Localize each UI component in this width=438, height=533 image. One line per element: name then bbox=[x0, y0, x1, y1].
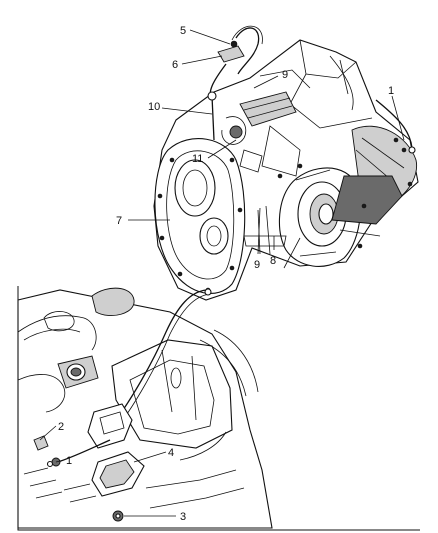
floor-pan-illustration bbox=[17, 286, 420, 531]
callout-9-lower: 9 bbox=[254, 259, 260, 271]
upper-callouts: 5 6 9 1 10 11 7 9 8 bbox=[116, 25, 394, 271]
lower-leader-lines bbox=[39, 425, 176, 517]
callout-1-lower: 1 bbox=[66, 455, 72, 467]
callout-5: 5 bbox=[180, 25, 186, 37]
callout-8: 8 bbox=[270, 255, 276, 267]
callout-10: 10 bbox=[148, 101, 160, 113]
lower-callouts: 2 1 4 3 bbox=[58, 421, 186, 523]
transaxle-illustration bbox=[153, 25, 419, 301]
callout-1-upper: 1 bbox=[388, 85, 394, 97]
callout-7: 7 bbox=[116, 215, 122, 227]
callout-9-upper: 9 bbox=[282, 69, 288, 81]
upper-leader-lines bbox=[128, 29, 405, 255]
callout-4: 4 bbox=[168, 447, 174, 459]
callout-2: 2 bbox=[58, 421, 64, 433]
callout-6: 6 bbox=[172, 59, 178, 71]
callout-11: 11 bbox=[192, 153, 203, 165]
callout-3: 3 bbox=[180, 511, 186, 523]
